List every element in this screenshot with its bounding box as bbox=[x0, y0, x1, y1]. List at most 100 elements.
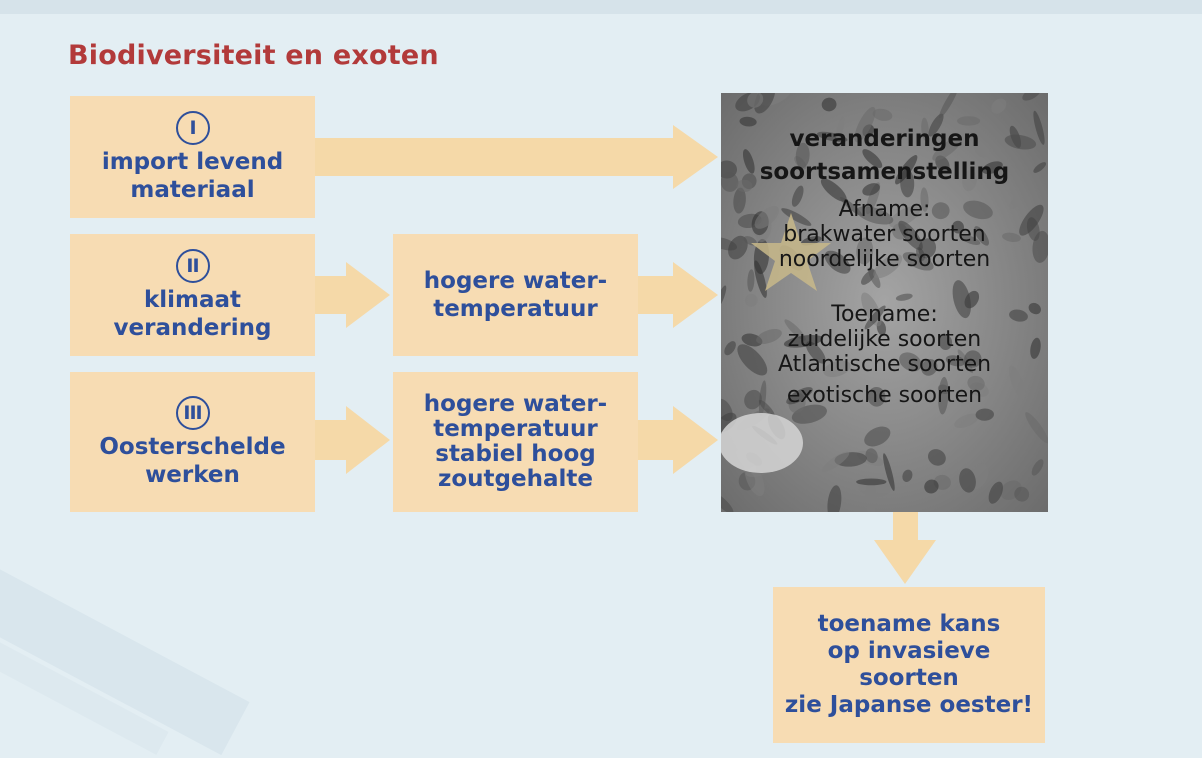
mussel-shell bbox=[1019, 204, 1044, 236]
mussel-shell bbox=[928, 113, 944, 137]
numeral-three-badge: III bbox=[175, 395, 210, 430]
mussel-shell bbox=[1032, 230, 1048, 263]
arrow-center-to-outcome bbox=[874, 512, 936, 584]
mussel-shell bbox=[959, 468, 976, 493]
mussel-shell bbox=[1033, 162, 1047, 173]
mussel-shell bbox=[895, 293, 913, 301]
mussel-shell bbox=[899, 352, 922, 372]
mussel-shell bbox=[741, 333, 763, 347]
increase-item: Atlantische soorten bbox=[777, 352, 992, 377]
mussel-shell bbox=[758, 399, 775, 417]
mussel-shell bbox=[784, 319, 806, 341]
mussel-shell bbox=[820, 178, 847, 202]
mussel-shell bbox=[988, 481, 1003, 504]
mussel-shell bbox=[737, 344, 768, 376]
mussel-shell bbox=[945, 355, 966, 367]
effect-salinity-label: hogere water- temperatuur stabiel hoog z… bbox=[423, 391, 608, 492]
outcome-box: toename kans op invasieve soorten zie Ja… bbox=[773, 587, 1045, 743]
arrow-temperature-to-center bbox=[638, 262, 718, 328]
mussel-shell bbox=[862, 183, 880, 196]
mussel-shell bbox=[867, 387, 886, 407]
mussel-shell bbox=[1033, 110, 1045, 145]
mussel-shell bbox=[963, 200, 993, 220]
mussel-shell bbox=[938, 334, 953, 350]
mussel-shell bbox=[821, 451, 850, 472]
mussel-shell bbox=[967, 375, 985, 391]
decrease-item: noordelijke soorten bbox=[778, 247, 991, 272]
cause-works-box: III Oosterschelde werken bbox=[70, 372, 315, 512]
mussel-shell bbox=[821, 97, 837, 112]
mussel-shell bbox=[733, 187, 746, 214]
mussel-shell bbox=[721, 172, 739, 192]
mussel-shell bbox=[856, 237, 874, 265]
mussel-shell bbox=[744, 293, 758, 307]
effect-temperature-label: hogere water- temperatuur bbox=[423, 268, 608, 322]
mussel-shell bbox=[883, 453, 895, 491]
mussel-shell bbox=[918, 238, 937, 259]
mussel-shell bbox=[1009, 309, 1028, 322]
mussel-shell bbox=[1009, 365, 1026, 400]
mussel-shell bbox=[991, 98, 1007, 114]
numeral-one-badge: I bbox=[175, 110, 210, 145]
mussel-shell bbox=[974, 226, 989, 246]
cause-import-label: import levend materiaal bbox=[101, 148, 284, 203]
cause-works-label: Oosterschelde werken bbox=[99, 433, 286, 488]
mussel-shell bbox=[1031, 459, 1044, 476]
mussel-shell bbox=[924, 479, 939, 494]
mussel-shell bbox=[1009, 198, 1020, 210]
mussel-shell bbox=[921, 359, 938, 376]
mussel-shell bbox=[1004, 134, 1037, 150]
mussel-shell bbox=[954, 413, 979, 428]
arrow-works-to-salinity bbox=[315, 406, 390, 474]
mussel-shell bbox=[721, 285, 727, 309]
mussel-shell bbox=[816, 131, 848, 143]
mussel-shell bbox=[721, 492, 734, 512]
mussel-shell bbox=[895, 155, 918, 185]
mussel-shell bbox=[856, 206, 894, 225]
top-band bbox=[0, 0, 1202, 14]
mussel-shell bbox=[921, 117, 929, 141]
mussel-bed-image bbox=[721, 93, 1048, 512]
mussel-shell bbox=[744, 389, 762, 410]
mussel-shell bbox=[791, 185, 804, 207]
mussel-shell bbox=[939, 93, 959, 119]
mussel-shell bbox=[781, 208, 812, 226]
diagram-title: Biodiversiteit en exoten bbox=[68, 40, 439, 71]
mussel-shell bbox=[1025, 412, 1048, 444]
mussel-shell bbox=[747, 269, 755, 292]
cause-import-box: I import levend materiaal bbox=[70, 96, 315, 218]
mussel-shell bbox=[920, 187, 929, 212]
mussel-shell bbox=[865, 448, 878, 464]
outcome-label: toename kans op invasieve soorten zie Ja… bbox=[784, 611, 1034, 718]
increase-label: Toename: bbox=[831, 302, 938, 327]
arrow-salinity-to-center bbox=[638, 406, 718, 474]
mussel-shell bbox=[754, 205, 779, 229]
mussel-shell bbox=[974, 141, 991, 158]
mussel-shell bbox=[931, 202, 950, 220]
mussel-shell bbox=[1030, 337, 1041, 359]
effect-temperature-box: hogere water- temperatuur bbox=[393, 234, 638, 356]
mussel-shell bbox=[742, 149, 755, 174]
mussel-shell bbox=[728, 235, 748, 260]
mussel-shell bbox=[1022, 93, 1041, 101]
mussel-shell bbox=[783, 334, 824, 348]
mussel-shell bbox=[1002, 232, 1021, 242]
mussel-shell bbox=[961, 234, 981, 246]
decrease-label: Afname: bbox=[838, 197, 931, 222]
arrow-import-to-center bbox=[315, 125, 718, 189]
numeral-two-badge: II bbox=[175, 248, 210, 283]
mussel-shell bbox=[756, 328, 782, 345]
mussel-shell bbox=[786, 387, 813, 405]
mussel-shell bbox=[824, 250, 851, 274]
mussel-shell bbox=[952, 280, 971, 319]
mussel-shell bbox=[827, 485, 842, 512]
center-heading: veranderingen soortsamenstelling bbox=[759, 126, 1010, 185]
mussel-shell bbox=[938, 376, 949, 415]
mussel-shell bbox=[962, 169, 977, 192]
mussel-shell bbox=[902, 469, 913, 482]
mussel-shell bbox=[795, 142, 810, 169]
mussel-shell bbox=[862, 149, 883, 169]
cause-climate-box: II klimaat verandering bbox=[70, 234, 315, 356]
mussel-shell bbox=[868, 267, 881, 288]
